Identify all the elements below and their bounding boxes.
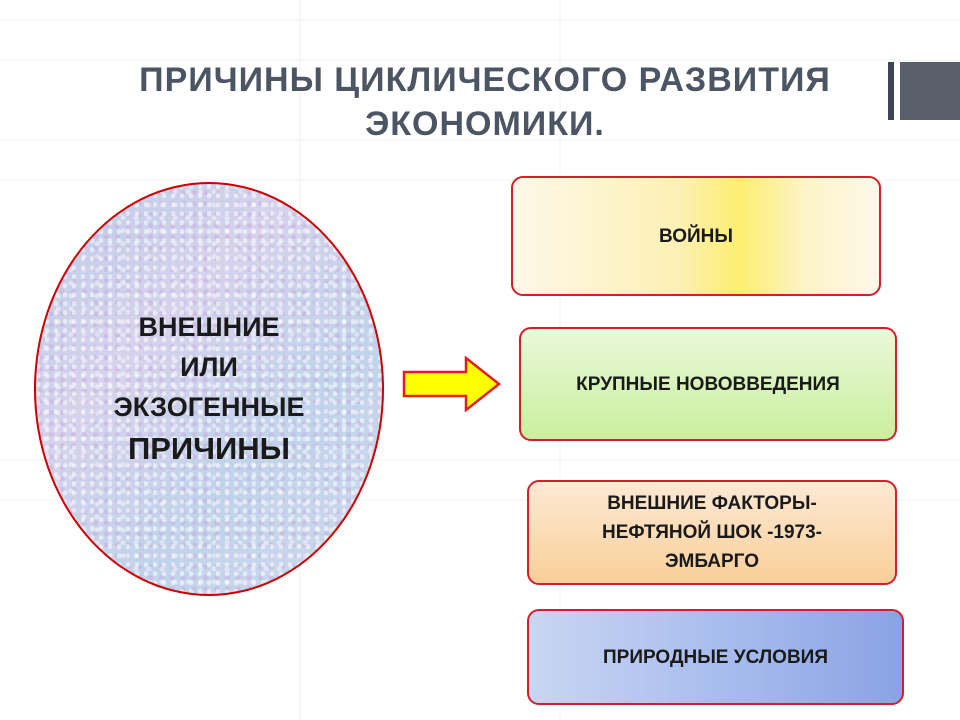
ellipse-line-2: ИЛИ	[180, 352, 238, 382]
ellipse-line-3: ЭКЗОГЕННЫЕ	[113, 392, 305, 422]
external-factors-line-3: ЭМБАРГО	[665, 551, 759, 572]
innovations-label: КРУПНЫЕ НОВОВВЕДЕНИЯ	[576, 373, 840, 395]
page-title: ПРИЧИНЫ ЦИКЛИЧЕСКОГО РАЗВИТИЯ ЭКОНОМИКИ.	[60, 58, 910, 146]
title-line-1: ПРИЧИНЫ ЦИКЛИЧЕСКОГО РАЗВИТИЯ	[139, 61, 831, 99]
ellipse-label: ВНЕШНИЕ ИЛИ ЭКЗОГЕННЫЕ ПРИЧИНЫ	[34, 182, 384, 596]
innovations-box: КРУПНЫЕ НОВОВВЕДЕНИЯ	[519, 327, 897, 441]
causes-ellipse	[34, 182, 384, 596]
natural-conditions-box: ПРИРОДНЫЕ УСЛОВИЯ	[527, 609, 904, 705]
right-arrow-icon	[402, 356, 502, 412]
ellipse-line-4: ПРИЧИНЫ	[127, 431, 291, 466]
wars-box: ВОЙНЫ	[511, 176, 881, 296]
external-factors-box: ВНЕШНИЕ ФАКТОРЫ- НЕФТЯНОЙ ШОК -1973- ЭМБ…	[527, 480, 897, 585]
external-factors-line-1: ВНЕШНИЕ ФАКТОРЫ-	[607, 493, 817, 514]
external-factors-line-2: НЕФТЯНОЙ ШОК -1973-	[601, 522, 822, 543]
wars-label: ВОЙНЫ	[658, 225, 733, 247]
corner-decoration-thin	[888, 62, 894, 120]
title-line-2: ЭКОНОМИКИ.	[365, 105, 605, 143]
ellipse-line-1: ВНЕШНИЕ	[138, 312, 280, 342]
corner-decoration-thick	[900, 62, 960, 120]
natural-conditions-label: ПРИРОДНЫЕ УСЛОВИЯ	[603, 646, 828, 668]
